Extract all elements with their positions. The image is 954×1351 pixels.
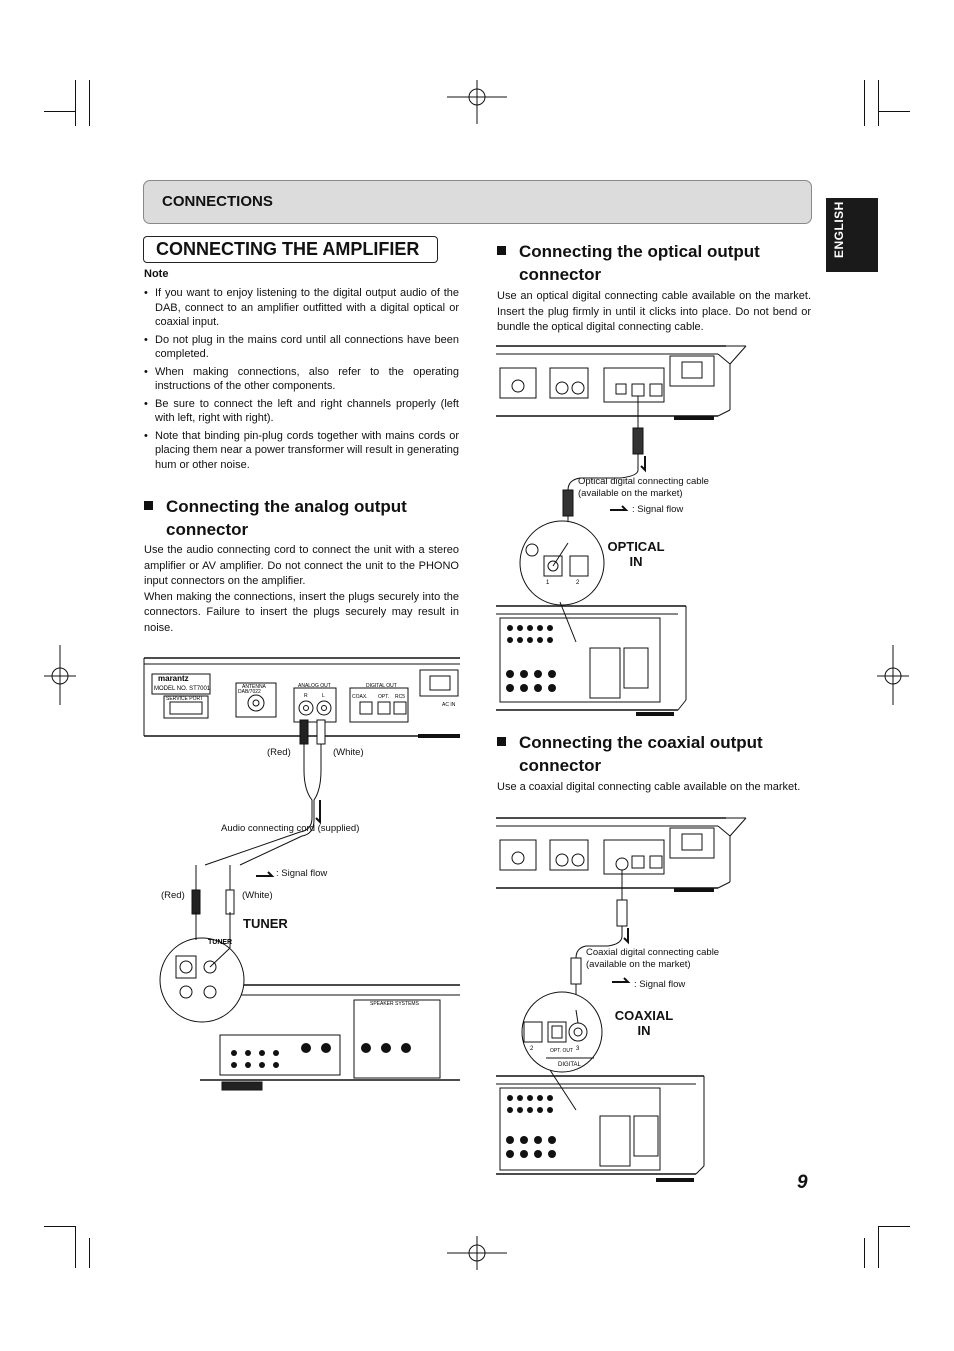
speaker-systems-label: SPEAKER SYSTEMS [370, 1001, 420, 1007]
service-port-label: SERVICE PORT [166, 696, 203, 702]
coaxial-title-line1: Connecting the coaxial output [519, 733, 763, 752]
port-number: 3 [576, 1046, 580, 1052]
white-label-top: (White) [333, 747, 364, 758]
l-label: L [322, 693, 325, 699]
digital-out-label: DIGITAL OUT [366, 683, 397, 689]
optical-description: Use an optical digital connecting cable … [497, 290, 811, 333]
note-item: Note that binding pin-plug cords togethe… [144, 429, 459, 473]
page-title-box [143, 236, 438, 263]
coaxial-in-callout: COAXIAL IN [609, 1008, 679, 1038]
note-item: Do not plug in the mains cord until all … [144, 333, 459, 362]
optical-connection-diagram: 1 2 [496, 345, 747, 716]
coaxial-section-title: Connecting the coaxial output connector [497, 731, 817, 777]
optical-in-callout-line1: OPTICAL [607, 539, 665, 554]
antenna-label: ANTENNA [242, 684, 267, 690]
page-number: 9 [797, 1172, 808, 1193]
language-tab-label: ENGLISH [832, 201, 846, 258]
port-number: 1 [546, 580, 550, 586]
tuner-small-label: TUNER [208, 939, 232, 946]
bullet-square-icon [497, 246, 506, 255]
analog-connection-diagram: marantz MODEL NO. ST7001 SERVICE PORT AN… [143, 657, 460, 1091]
red-label-bottom: (Red) [161, 890, 185, 901]
bullet-square-icon [497, 737, 506, 746]
brand-label: marantz [158, 674, 189, 683]
white-label-bottom: (White) [242, 890, 273, 901]
coaxial-description: Use a coaxial digital connecting cable a… [497, 781, 801, 793]
bullet-square-icon [144, 501, 153, 510]
optical-in-callout-line2: IN [629, 554, 643, 569]
optical-title-line2: connector [519, 265, 602, 284]
coaxial-in-callout-line1: COAXIAL [614, 1008, 674, 1023]
rc5-label: RC5 [395, 694, 405, 700]
digital-label: DIGITAL [558, 1062, 582, 1068]
port-number: 2 [530, 1046, 534, 1052]
model-label: MODEL NO. ST7001 [154, 686, 211, 692]
section-header-title: CONNECTIONS [162, 193, 273, 210]
note-item: When making connections, also refer to t… [144, 365, 459, 394]
r-label: R [304, 693, 308, 699]
section-header-band [143, 180, 812, 224]
note-list: If you want to enjoy listening to the di… [144, 286, 459, 475]
optical-signal-flow-label: : Signal flow [632, 504, 684, 515]
analog-description: Use the audio connecting cord to connect… [144, 543, 459, 636]
red-label-top: (Red) [267, 747, 291, 758]
coaxial-title-line2: connector [519, 756, 602, 775]
optical-section-title: Connecting the optical output connector [497, 240, 817, 286]
ac-in-label: AC IN [442, 702, 456, 708]
opt-out-label: OPT. OUT [550, 1048, 573, 1054]
coax-label: COAX. [352, 694, 368, 700]
audio-cord-label: Audio connecting cord (supplied) [221, 823, 360, 834]
note-item: If you want to enjoy listening to the di… [144, 286, 459, 330]
analog-title-line2: connector [166, 520, 249, 539]
port-number: 2 [576, 580, 580, 586]
optical-cable-label-line1: Optical digital connecting cable [578, 476, 709, 487]
analog-section-title: Connecting the analog output connector [144, 495, 464, 541]
language-tab: ENGLISH [826, 198, 878, 272]
analog-out-label: ANALOG OUT [298, 683, 331, 689]
coaxial-cable-label-line1: Coaxial digital connecting cable [586, 947, 720, 958]
coaxial-cable-label-line2: (available on the market) [586, 959, 691, 970]
opt-label: OPT. [378, 694, 389, 700]
optical-in-callout: OPTICAL IN [604, 539, 668, 569]
coaxial-cable-label: Coaxial digital connecting cable (availa… [586, 947, 719, 971]
antenna-sub-label: DAB/7022 [238, 689, 261, 695]
note-item: Be sure to connect the left and right ch… [144, 397, 459, 426]
analog-paragraph-2: When making the connections, insert the … [144, 590, 459, 634]
tuner-callout: TUNER [243, 916, 288, 931]
optical-title-line1: Connecting the optical output [519, 242, 760, 261]
analog-title-line1: Connecting the analog output [166, 497, 407, 516]
coaxial-signal-flow-label: : Signal flow [634, 979, 686, 990]
coaxial-connection-diagram: 2 3 OPT. OUT DIGITAL [496, 817, 747, 1182]
analog-paragraph-1: Use the audio connecting cord to connect… [144, 544, 459, 587]
optical-cable-label: Optical digital connecting cable (availa… [578, 476, 709, 500]
optical-cable-label-line2: (available on the market) [578, 488, 683, 499]
signal-flow-label: : Signal flow [276, 868, 328, 879]
page-title: CONNECTING THE AMPLIFIER [156, 239, 420, 259]
coaxial-in-callout-line2: IN [637, 1023, 651, 1038]
note-label: Note [144, 268, 169, 280]
